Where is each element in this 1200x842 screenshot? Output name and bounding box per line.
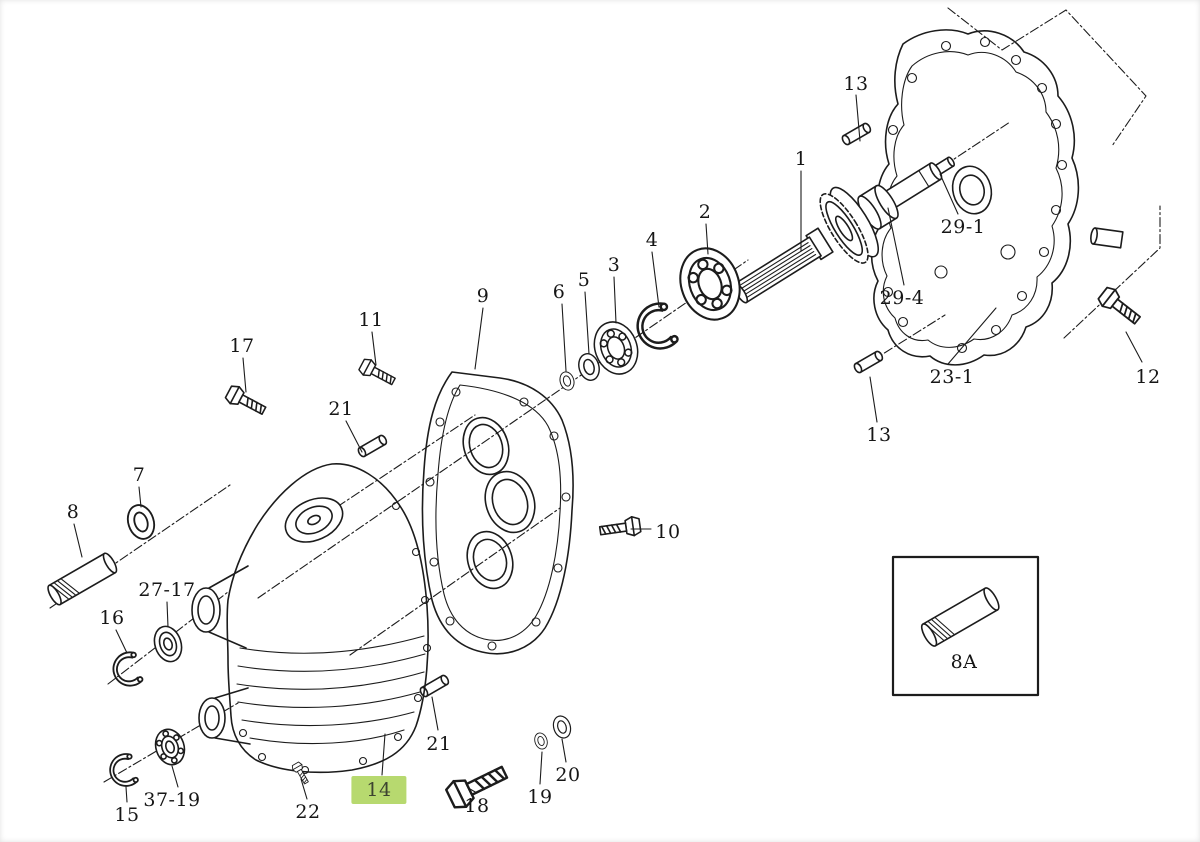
rear-housing-plate (870, 29, 1080, 366)
part-label-12[interactable]: 12 (1135, 366, 1161, 388)
assembly-axis-lines (49, 121, 1011, 783)
washer-20 (550, 713, 574, 741)
bolt-10 (598, 514, 642, 541)
inset-box-8a (891, 555, 1040, 697)
part-label-19[interactable]: 19 (527, 786, 553, 808)
part-label-3[interactable]: 3 (607, 254, 621, 276)
part-label-23-1[interactable]: 23-1 (929, 366, 975, 388)
seal-27-17 (153, 625, 183, 663)
plug-22 (290, 760, 312, 786)
snap-ring-4 (630, 299, 681, 356)
engine-stub-cylinder (1090, 227, 1124, 249)
part-label-10[interactable]: 10 (655, 521, 681, 543)
part-label-2[interactable]: 2 (698, 201, 712, 223)
part-label-1[interactable]: 1 (794, 148, 808, 170)
bearing-37-19 (154, 728, 186, 766)
main-case-14 (191, 463, 432, 775)
part-label-29-4[interactable]: 29-4 (879, 287, 925, 309)
leader-lines (73, 94, 1143, 803)
part-label-29-1[interactable]: 29-1 (940, 216, 986, 238)
part-label-8a[interactable]: 8A (950, 651, 978, 673)
pin-13-lower (852, 349, 885, 375)
bolt-12 (1095, 284, 1145, 330)
part-label-18[interactable]: 18 (464, 795, 490, 817)
part-label-21-upper[interactable]: 21 (328, 398, 354, 420)
input-shaft-gear (733, 156, 955, 304)
bolt-11 (356, 356, 399, 390)
ball-bearing-2 (669, 238, 751, 330)
washer-19 (532, 730, 550, 752)
part-label-17[interactable]: 17 (229, 335, 255, 357)
intermediate-plate-9 (421, 371, 574, 655)
part-label-11[interactable]: 11 (358, 309, 384, 331)
pin-8 (47, 552, 118, 606)
part-label-37-19[interactable]: 37-19 (143, 789, 201, 811)
part-label-27-17[interactable]: 27-17 (138, 579, 196, 601)
part-label-20[interactable]: 20 (555, 764, 581, 786)
washer-7 (122, 500, 160, 544)
pin-13-upper (840, 121, 873, 147)
part-label-13-upper[interactable]: 13 (843, 73, 869, 95)
washer-6 (557, 369, 577, 393)
part-label-22[interactable]: 22 (295, 801, 321, 823)
part-label-14-highlighted[interactable]: 14 (351, 776, 407, 804)
pin-21-upper (356, 433, 389, 459)
part-label-16[interactable]: 16 (99, 607, 125, 629)
part-label-8[interactable]: 8 (66, 501, 80, 523)
part-label-5[interactable]: 5 (577, 269, 591, 291)
part-label-6[interactable]: 6 (552, 281, 566, 303)
engine-outline-ghost (947, 7, 1161, 339)
part-label-13-lower[interactable]: 13 (866, 424, 892, 446)
part-label-7[interactable]: 7 (132, 464, 146, 486)
part-label-4[interactable]: 4 (645, 229, 659, 251)
part-label-15[interactable]: 15 (114, 804, 140, 826)
part-label-21-lower[interactable]: 21 (426, 733, 452, 755)
part-label-9[interactable]: 9 (476, 285, 490, 307)
